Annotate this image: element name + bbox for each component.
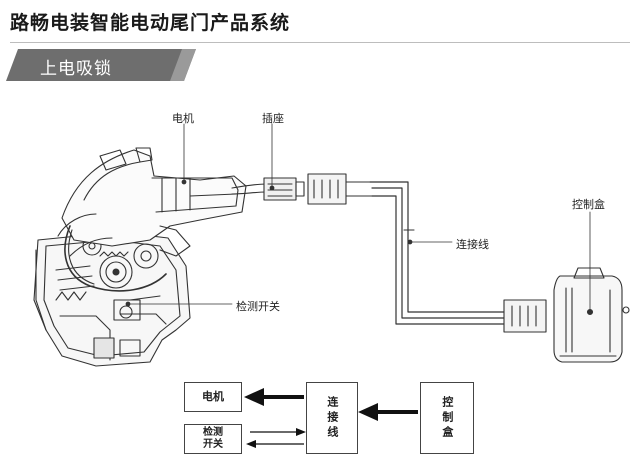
connecting-cable	[369, 181, 505, 325]
page-title: 路畅电装智能电动尾门产品系统	[10, 12, 291, 34]
socket-callout: 插座	[262, 112, 284, 125]
control-box-connector	[503, 299, 547, 333]
flow-box-motor: 电机	[184, 382, 242, 412]
control-box-callout: 控制盒	[572, 198, 605, 211]
flow-box-detect-switch-label: 检测 开关	[203, 426, 223, 451]
section-label: 上电吸锁	[40, 59, 112, 79]
detect-switch-callout: 检测开关	[236, 300, 280, 313]
control-box	[553, 267, 630, 363]
flow-arrows	[244, 388, 418, 448]
flow-box-cable-label: 连接线	[325, 395, 339, 441]
gear-mechanism	[55, 236, 159, 321]
flow-box-detect-switch: 检测 开关	[184, 424, 242, 454]
connector-plug	[307, 173, 373, 205]
title-rule	[10, 42, 630, 43]
motor-callout: 电机	[172, 112, 194, 125]
motor-assembly	[57, 147, 247, 292]
callout-leaders	[125, 123, 591, 313]
latch-housing	[33, 231, 191, 367]
section-tab	[6, 49, 196, 81]
flow-box-cable: 连接线	[306, 382, 358, 454]
flow-box-motor-label: 电机	[202, 390, 224, 404]
cable-callout: 连接线	[456, 238, 489, 251]
flow-box-control-box-label: 控制盒	[440, 395, 454, 441]
flow-box-control-box: 控制盒	[420, 382, 474, 454]
